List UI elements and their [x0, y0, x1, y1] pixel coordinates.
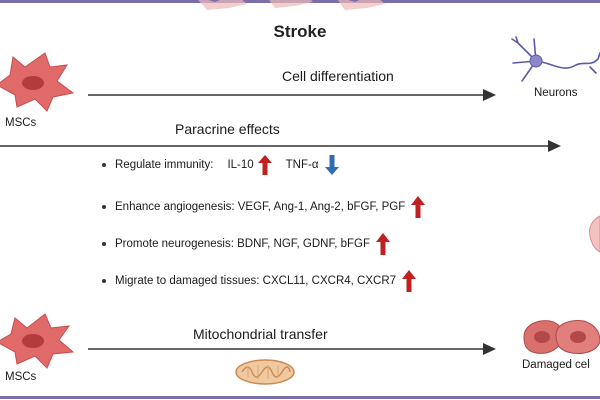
partial-cell-icon [589, 215, 600, 253]
bullet-dot [102, 279, 106, 283]
bullet-dot [102, 205, 106, 209]
neurogenesis-text: Promote neurogenesis: BDNF, NGF, GDNF, b… [115, 238, 370, 250]
damaged-label: Damaged cel [522, 359, 590, 371]
up-arrow-icon [402, 270, 417, 292]
bullet-dot [102, 163, 106, 167]
bullet-migrate: Migrate to damaged tissues: CXCL11, CXCR… [102, 270, 417, 292]
msc-cell-icon [0, 313, 75, 369]
differentiation-label: Cell differentiation [282, 68, 394, 84]
damaged-cell-icon [523, 320, 600, 354]
diagram-title: Stroke [273, 22, 327, 41]
mito-label: Mitochondrial transfer [193, 326, 328, 342]
bullet-immunity: Regulate immunity: IL-10 TNF-α [102, 155, 339, 175]
bullet-angiogenesis: Enhance angiogenesis: VEGF, Ang-1, Ang-2… [102, 196, 426, 218]
up-arrow-icon [257, 155, 272, 175]
differentiation-arrow [88, 89, 496, 101]
mito-arrow [88, 343, 496, 355]
il10-label: IL-10 [227, 159, 254, 171]
neurons-label: Neurons [534, 87, 578, 99]
frame-bottom-border [0, 396, 600, 399]
paracrine-arrow [0, 140, 561, 152]
up-arrow-icon [411, 196, 426, 218]
immunity-label: Regulate immunity: [115, 159, 214, 171]
neuron-icon [511, 36, 600, 82]
bullet-dot [102, 242, 106, 246]
migrate-text: Migrate to damaged tissues: CXCL11, CXCR… [115, 275, 397, 287]
up-arrow-icon [376, 233, 390, 255]
msc-cell-icon [0, 52, 75, 112]
msc-bottom-label: MSCs [5, 371, 37, 383]
mitochondrion-icon [235, 359, 295, 385]
decorative-cells-icon [198, 0, 385, 10]
tnf-label: TNF-α [285, 159, 319, 171]
bullet-neurogenesis: Promote neurogenesis: BDNF, NGF, GDNF, b… [102, 233, 390, 255]
angiogenesis-text: Enhance angiogenesis: VEGF, Ang-1, Ang-2… [115, 201, 406, 213]
down-arrow-icon [324, 155, 339, 175]
msc-top-label: MSCs [5, 117, 37, 129]
paracrine-label: Paracrine effects [175, 121, 280, 137]
